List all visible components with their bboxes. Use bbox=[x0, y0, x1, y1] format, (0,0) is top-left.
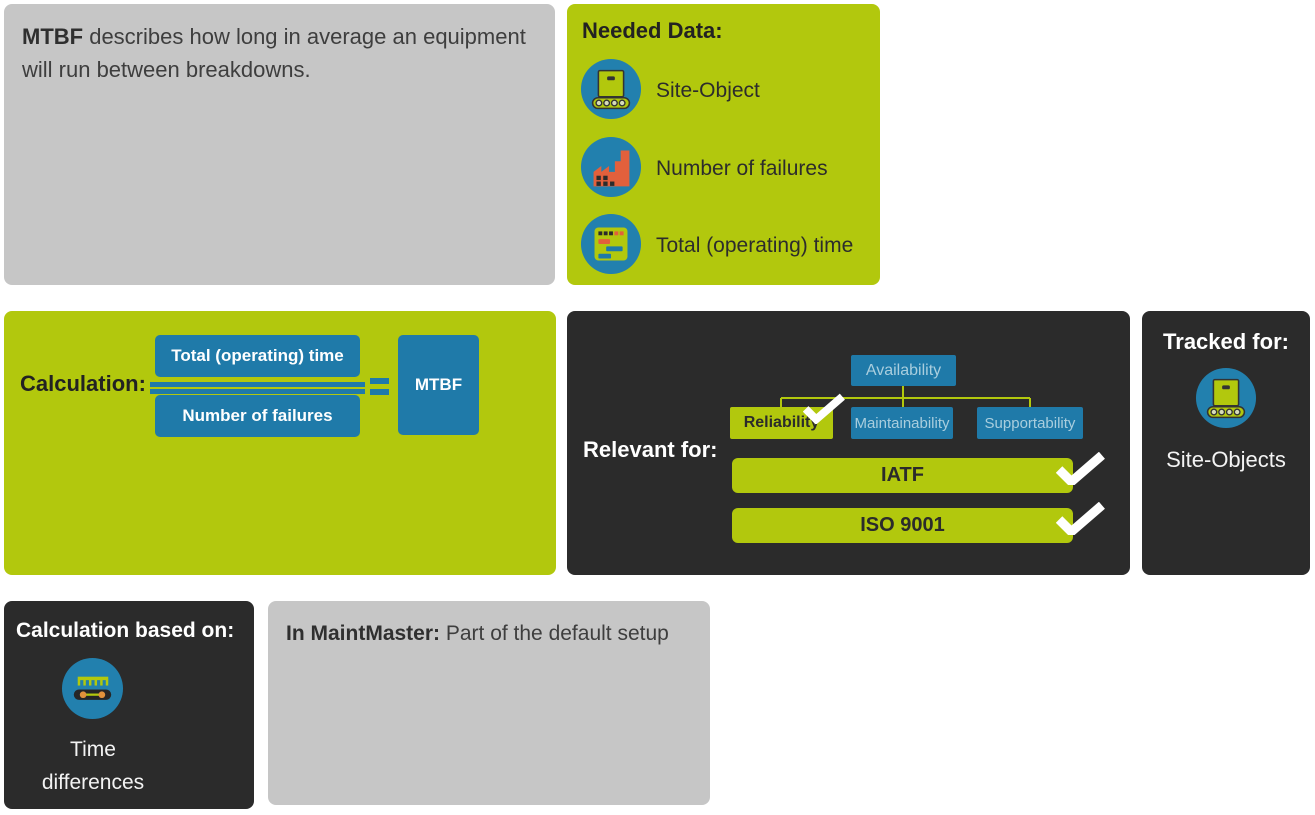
in-maintmaster-card: In MaintMaster: Part of the default setu… bbox=[268, 601, 710, 805]
relevant-for-label: Relevant for: bbox=[583, 437, 718, 462]
tracked-for-title: Tracked for: bbox=[1163, 329, 1289, 354]
standard-bar-iso9001: ISO 9001 bbox=[732, 508, 1073, 543]
equals-sign bbox=[370, 378, 389, 384]
tree-connector-lines bbox=[780, 386, 1031, 407]
in-maintmaster-rest: Part of the default setup bbox=[440, 622, 669, 645]
tree-node-reliability: Reliability bbox=[730, 407, 833, 439]
in-maintmaster-text: In MaintMaster: Part of the default setu… bbox=[286, 619, 692, 649]
tree-node-maintainability: Maintainability bbox=[851, 407, 953, 439]
check-icon bbox=[803, 393, 845, 424]
description-rest: describes how long in average an equipme… bbox=[22, 24, 526, 82]
needed-data-card: Needed Data: Site-Object bbox=[567, 4, 880, 285]
calculation-result: MTBF bbox=[398, 335, 479, 435]
check-icon bbox=[1056, 452, 1105, 485]
description-text: MTBF describes how long in average an eq… bbox=[22, 20, 537, 86]
calculation-based-on-card: Calculation based on: Time differences bbox=[4, 601, 254, 809]
site-object-icon bbox=[1195, 367, 1257, 434]
tracked-for-value: Site-Objects bbox=[1166, 447, 1286, 472]
tracked-for-card: Tracked for: Site-Objects bbox=[1142, 311, 1310, 575]
needed-data-item-site-object: Site-Object bbox=[580, 58, 760, 125]
calculation-based-on-value: Time differences bbox=[41, 738, 145, 794]
fraction-denominator: Number of failures bbox=[155, 395, 360, 437]
needed-data-item-operating-time: Total (operating) time bbox=[580, 213, 854, 280]
failures-factory-icon bbox=[580, 136, 642, 203]
calculation-label: Calculation: bbox=[20, 371, 146, 396]
check-icon bbox=[1056, 502, 1105, 535]
equals-sign bbox=[370, 389, 389, 395]
standard-bar-iatf: IATF bbox=[732, 458, 1073, 493]
operating-time-icon bbox=[580, 213, 642, 280]
description-lead: MTBF bbox=[22, 24, 84, 49]
needed-data-title: Needed Data: bbox=[582, 18, 723, 43]
description-card: MTBF describes how long in average an eq… bbox=[4, 4, 555, 285]
tree-node-supportability: Supportability bbox=[977, 407, 1083, 439]
fraction-bar-line bbox=[150, 389, 365, 394]
calculation-based-on-title: Calculation based on: bbox=[16, 619, 235, 642]
in-maintmaster-lead: In MaintMaster: bbox=[286, 622, 441, 645]
calculation-card: Calculation: Total (operating) time Numb… bbox=[4, 311, 556, 575]
needed-data-item-label: Site-Object bbox=[656, 79, 760, 102]
relevant-for-card: Relevant for: Availability Reliability M… bbox=[567, 311, 1130, 575]
site-object-icon bbox=[580, 58, 642, 125]
tree-node-availability: Availability bbox=[851, 355, 956, 386]
needed-data-item-label: Number of failures bbox=[656, 157, 828, 180]
fraction-numerator: Total (operating) time bbox=[155, 335, 360, 377]
time-differences-icon bbox=[61, 657, 124, 725]
fraction-bar-line bbox=[150, 382, 365, 387]
needed-data-item-label: Total (operating) time bbox=[656, 234, 854, 257]
needed-data-item-failures: Number of failures bbox=[580, 136, 828, 203]
